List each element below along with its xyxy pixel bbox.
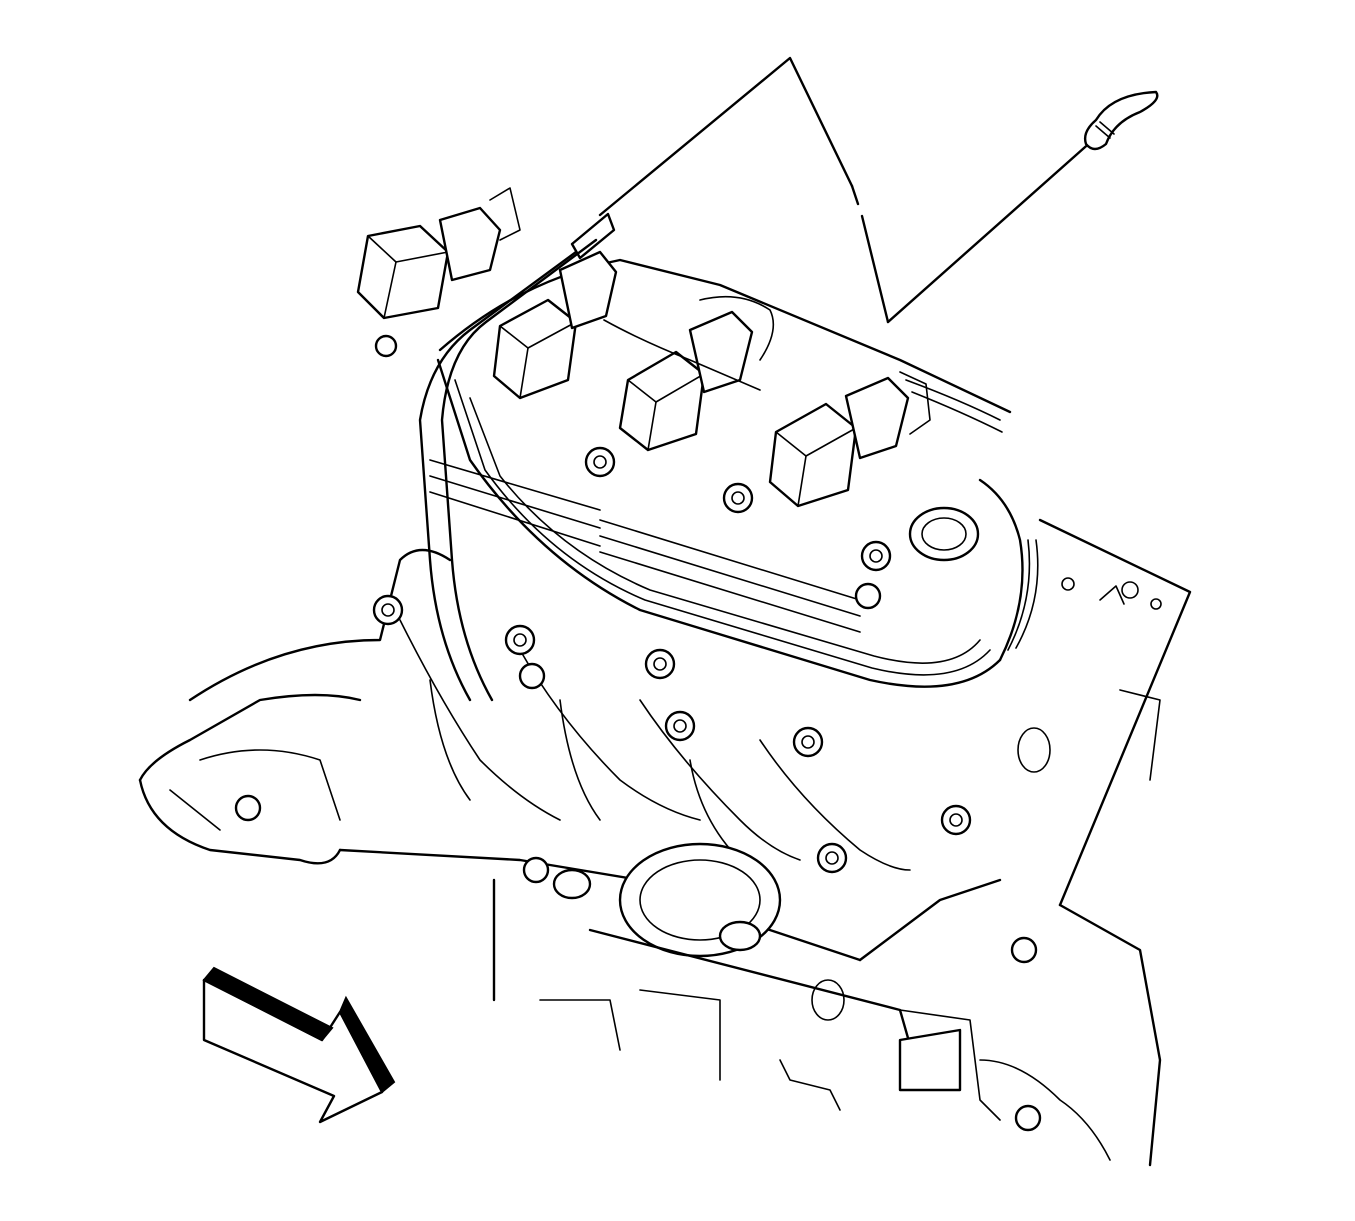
coil-wiring-harness xyxy=(603,295,1003,433)
oil-dipstick-icon xyxy=(570,56,1159,324)
ignition-coil-4 xyxy=(768,371,931,508)
lower-block xyxy=(492,878,1111,1161)
engine-block xyxy=(1017,518,1192,1167)
dipstick-handle xyxy=(1083,90,1159,151)
dipstick-tube xyxy=(418,238,598,702)
cover-bolts xyxy=(374,334,892,610)
ignition-coil-1 xyxy=(356,187,521,320)
ignition-coil-2 xyxy=(492,250,618,400)
dipstick-tube-top xyxy=(570,212,616,260)
manifold-studs xyxy=(234,594,1038,964)
exhaust-outlet xyxy=(552,842,782,958)
oil-fill-neck xyxy=(908,506,980,562)
ignition-coil-3 xyxy=(618,310,754,452)
valve-cover xyxy=(429,258,1039,688)
front-of-vehicle-arrow-icon xyxy=(202,966,396,1124)
